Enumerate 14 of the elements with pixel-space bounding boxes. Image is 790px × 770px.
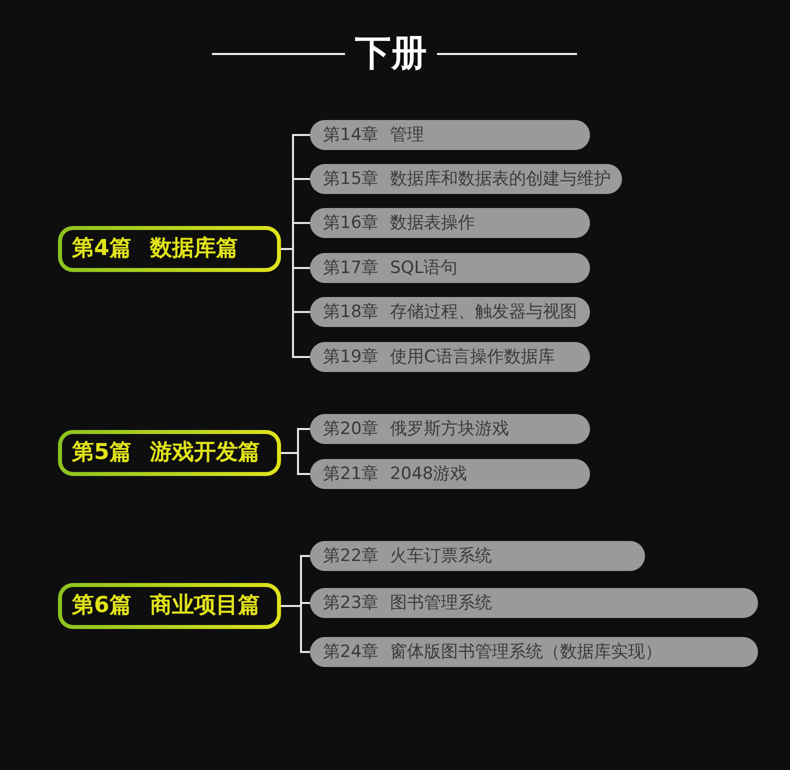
- chapter-pill: 第22章 火车订票系统: [310, 541, 645, 571]
- chapter-pill: 第24章 窗体版图书管理系统（数据库实现）: [310, 637, 758, 667]
- connector-line: [281, 605, 310, 653]
- chapter-pill: 第18章 存储过程、触发器与视图: [310, 297, 590, 327]
- chapter-pill: 第21章 2048游戏: [310, 459, 590, 489]
- title: 下册: [354, 32, 428, 76]
- chapter-pill: 第14章 管理: [310, 120, 590, 150]
- chapter-pill: 第17章 SQL语句: [310, 253, 590, 283]
- chapter-pill: 第16章 数据表操作: [310, 208, 590, 238]
- connector-line: [281, 452, 310, 475]
- chapter-pill: 第19章 使用C语言操作数据库: [310, 342, 590, 372]
- chapter-pill: 第15章 数据库和数据表的创建与维护: [310, 164, 622, 194]
- chapter-pill: 第20章 俄罗斯方块游戏: [310, 414, 590, 444]
- chapter-pill: 第23章 图书管理系统: [310, 588, 758, 618]
